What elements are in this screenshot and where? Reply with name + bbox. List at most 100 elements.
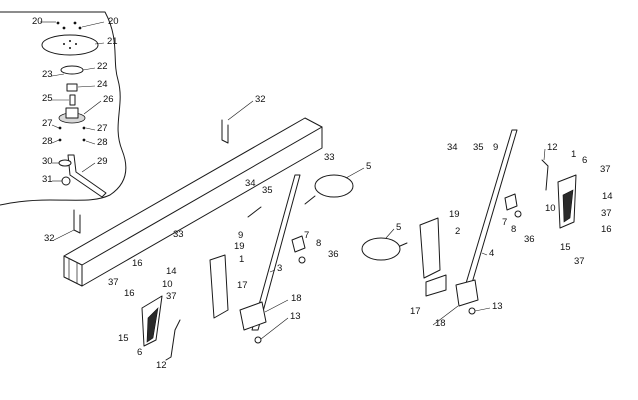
- callout-c9b: 9: [493, 142, 498, 153]
- callout-c7a: 7: [304, 230, 309, 241]
- callout-c5a: 5: [366, 161, 371, 172]
- callout-c8b: 8: [511, 224, 516, 235]
- spring-10-right: [562, 189, 574, 223]
- callout-c28a: 28: [42, 136, 53, 147]
- callout-c34a: 34: [245, 178, 256, 189]
- callout-c27b: 27: [97, 123, 108, 134]
- screw-20-d: [78, 26, 82, 30]
- inset-parts: [41, 21, 107, 198]
- nut-8-left: [298, 256, 306, 264]
- nut-31: [61, 176, 71, 186]
- screw-20-a: [56, 21, 60, 25]
- callout-c4: 4: [489, 248, 494, 259]
- callout-c14a: 14: [166, 266, 177, 277]
- plate-22: [60, 65, 84, 75]
- callout-c24: 24: [97, 79, 108, 90]
- u-bolt-32-b: [73, 209, 81, 234]
- inset-border: [0, 11, 127, 206]
- bracket-2-right: [419, 217, 441, 279]
- callout-c36b: 36: [524, 234, 535, 245]
- callout-c19a: 19: [234, 241, 245, 252]
- callout-c18b: 18: [435, 318, 446, 329]
- upright-3: [251, 174, 301, 331]
- callout-c13b: 13: [492, 301, 503, 312]
- left-assembly: [209, 174, 306, 344]
- rod-12-right: [541, 159, 549, 191]
- callout-c33b: 33: [173, 229, 184, 240]
- callout-c10b: 10: [545, 203, 556, 214]
- callout-c36a: 36: [328, 249, 339, 260]
- callout-c1b: 1: [571, 149, 576, 160]
- nut-24: [66, 83, 78, 92]
- nut-13-left: [254, 336, 262, 344]
- callout-c15b: 15: [560, 242, 571, 253]
- bracket-17-right: [425, 274, 447, 297]
- callout-c20a: 20: [32, 16, 43, 27]
- callout-c28b: 28: [97, 137, 108, 148]
- callout-c37a: 37: [108, 277, 119, 288]
- callout-c37d: 37: [601, 208, 612, 219]
- callout-c35a: 35: [262, 185, 273, 196]
- leader-lines: [40, 21, 546, 340]
- callout-c5b: 5: [396, 222, 401, 233]
- callout-c7b: 7: [502, 217, 507, 228]
- callout-c21: 21: [107, 36, 118, 47]
- callout-c12b: 12: [547, 142, 558, 153]
- callout-c20b: 20: [108, 16, 119, 27]
- bracket-18-left: [239, 301, 267, 331]
- callout-c34b: 34: [447, 142, 458, 153]
- callout-c18a: 18: [291, 293, 302, 304]
- clamp-7-left: [291, 235, 306, 253]
- callout-c25: 25: [42, 93, 53, 104]
- callout-c17a: 17: [237, 280, 248, 291]
- u-bolt-32-a: [221, 119, 229, 144]
- right-spring-assembly: [541, 159, 577, 229]
- upright-4: [460, 129, 518, 301]
- callout-c16c: 16: [601, 224, 612, 235]
- disc-21: [41, 34, 99, 56]
- square-tube-frame: [63, 117, 323, 287]
- callout-c32a: 32: [255, 94, 266, 105]
- callout-c32b: 32: [44, 233, 55, 244]
- callout-c35b: 35: [473, 142, 484, 153]
- callout-c2: 2: [455, 226, 460, 237]
- callout-c31: 31: [42, 174, 53, 185]
- callout-c22: 22: [97, 61, 108, 72]
- callout-c1a: 1: [239, 254, 244, 265]
- rod-12-left: [165, 319, 181, 361]
- screw-20-c: [73, 21, 77, 25]
- callout-c9a: 9: [238, 230, 243, 241]
- callout-c37e: 37: [574, 256, 585, 267]
- bracket-18-right: [455, 279, 479, 307]
- disc-5-b: [361, 237, 401, 261]
- callout-c19b: 19: [449, 209, 460, 220]
- callout-c13a: 13: [290, 311, 301, 322]
- callout-c10a: 10: [162, 279, 173, 290]
- left-spring-assembly: [141, 295, 181, 361]
- callout-c27a: 27: [42, 118, 53, 129]
- disc-5-a: [314, 174, 354, 198]
- washer-30: [58, 159, 72, 167]
- callout-c30: 30: [42, 156, 53, 167]
- callout-c29: 29: [97, 156, 108, 167]
- callout-c15a: 15: [118, 333, 129, 344]
- callout-c26: 26: [103, 94, 114, 105]
- screw-20-b: [62, 26, 66, 30]
- callout-c14b: 14: [602, 191, 613, 202]
- callout-c8a: 8: [316, 238, 321, 249]
- callout-c12a: 12: [156, 360, 167, 371]
- callout-c37c: 37: [600, 164, 611, 175]
- nut-8-right: [514, 210, 522, 218]
- callout-c16a: 16: [132, 258, 143, 269]
- pin-9-left: [247, 206, 262, 218]
- callout-c37b: 37: [166, 291, 177, 302]
- clamp-7-right: [504, 193, 518, 211]
- callout-c33a: 33: [324, 152, 335, 163]
- bolt-25: [69, 94, 76, 106]
- nut-13-right: [468, 307, 476, 315]
- bracket-1-left: [209, 254, 229, 319]
- arm-29: [67, 154, 107, 198]
